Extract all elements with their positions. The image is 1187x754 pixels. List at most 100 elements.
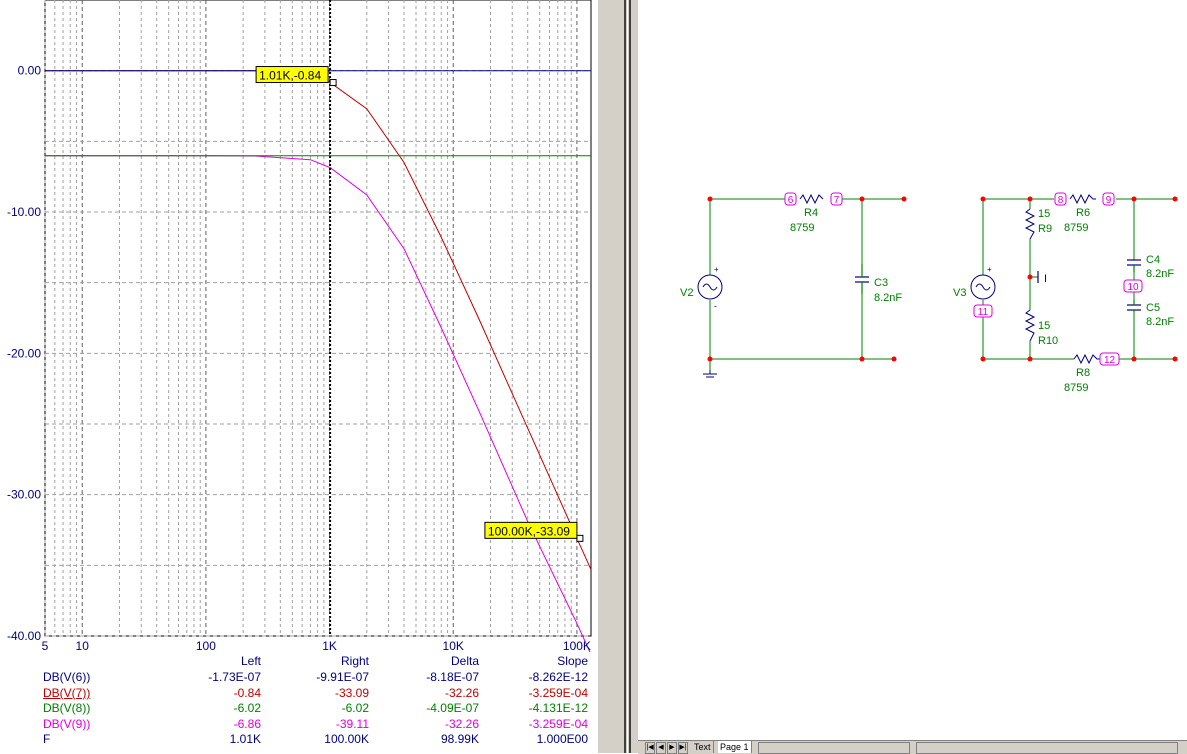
readout-header-slope: Slope	[557, 654, 588, 668]
x-tick-label: 10K	[443, 639, 464, 652]
readout-right-value: -39.11	[335, 716, 369, 731]
r8-name: R8	[1076, 367, 1090, 379]
node-10: 10	[1123, 279, 1143, 293]
right-cursor-handle	[576, 534, 584, 542]
next-page-button[interactable]: ▶	[667, 742, 677, 754]
v2-name: V2	[680, 287, 693, 299]
readout-slope-value: -3.259E-04	[528, 685, 588, 700]
node-9: 9	[1102, 192, 1115, 206]
part-labels: R4 8759 C3 8.2nF V2 V3 R6 8759 15 R9 15 …	[680, 207, 1174, 394]
svg-text:12: 12	[1104, 355, 1116, 366]
y-tick-label: -20.00	[7, 346, 41, 360]
r8-symbol	[1073, 353, 1100, 365]
v3-symbol: +	[970, 265, 996, 300]
x-tick-label: 5	[42, 639, 49, 652]
r10-symbol	[1024, 309, 1036, 342]
right-cursor-label-box	[484, 521, 578, 539]
readout-row: DB(V(6))-1.73E-07-9.91E-07-8.18E-07-8.26…	[0, 670, 598, 685]
horizontal-scrollbar[interactable]	[916, 742, 1178, 754]
r9-symbol	[1024, 208, 1036, 240]
readout-header-left: Left	[240, 654, 261, 668]
y-tick-label: -30.00	[7, 488, 41, 502]
c3-symbol	[855, 264, 869, 294]
readout-slope-value: -8.262E-12	[528, 670, 588, 684]
readout-trace-name[interactable]: F	[43, 732, 51, 746]
svg-text:+: +	[714, 265, 719, 274]
readout-delta-value: -4.09E-07	[426, 701, 479, 715]
svg-text:-: -	[714, 301, 717, 311]
svg-text:+: +	[987, 265, 992, 274]
horizontal-scrollbar-left[interactable]	[758, 742, 910, 754]
c4-symbol	[1127, 259, 1141, 272]
tab-page-1[interactable]: Page 1	[718, 741, 752, 753]
right-cursor-label: 100.00K,-33.09	[488, 524, 570, 538]
r9-name: R9	[1038, 223, 1052, 235]
prev-page-button[interactable]: ◀	[656, 742, 666, 754]
readout-right-value: 100.00K	[324, 732, 369, 746]
readout-right-value: -6.02	[341, 701, 369, 715]
left-cursor-label: 1.01K,-0.84	[259, 69, 321, 83]
schematic-pane[interactable]: + - + 6 7 8 9 10 11 12 R4 8	[638, 0, 1187, 740]
r8-value: 8759	[1064, 382, 1088, 394]
readout-trace-name[interactable]: DB(V(9))	[43, 716, 91, 731]
readout-left-value: 1.01K	[229, 732, 261, 746]
first-page-button[interactable]: |◀	[645, 742, 655, 754]
r4-symbol	[799, 193, 824, 205]
r4-name: R4	[804, 207, 818, 219]
ground-symbol	[703, 370, 717, 378]
readout-row: DB(V(9)) -6.86 -39.11 -32.26 -3.259E-04	[0, 717, 598, 732]
plot-cursors: 1.01K,-0.84 100.00K,-33.09	[255, 0, 584, 636]
r9-value: 15	[1038, 208, 1050, 220]
x-tick-label: 10	[76, 639, 90, 652]
cursor-readout-table: Left Right Delta Slope DB(V(6)) -1.73E-07…	[0, 652, 598, 753]
readout-row: DB(V(7)) -0.84 -33.09 -32.26 -3.259E-04	[0, 686, 598, 701]
readout-left-value: -1.73E-07	[208, 670, 261, 684]
c5-symbol	[1127, 300, 1141, 312]
readout-left-value: -0.84	[233, 685, 261, 700]
junction-dots	[707, 196, 1178, 362]
readout-header-delta: Delta	[450, 654, 479, 668]
node-labels: 6 7 8 9 10 11 12	[784, 192, 1143, 366]
c3-name: C3	[874, 277, 888, 289]
readout-trace-name[interactable]: DB(V(8))	[43, 701, 91, 715]
left-cursor-handle	[329, 79, 337, 87]
readout-trace-name[interactable]: DB(V(6))	[43, 670, 91, 684]
tab-text[interactable]: Text	[692, 741, 714, 753]
c5-value: 8.2nF	[1146, 316, 1174, 328]
node-12: 12	[1099, 352, 1120, 366]
readout-left-value: -6.86	[233, 716, 261, 731]
resistor-symbols	[799, 193, 1100, 365]
readout-row: DB(V(8))-6.02-6.02-4.09E-07-4.131E-12	[0, 701, 598, 716]
last-page-button[interactable]: ▶|	[678, 742, 688, 754]
r6-value: 8759	[1064, 222, 1088, 234]
c4-value: 8.2nF	[1146, 268, 1174, 280]
pane-splitter[interactable]	[598, 0, 638, 753]
r4-value: 8759	[790, 222, 814, 234]
svg-text:10: 10	[1127, 282, 1139, 293]
svg-text:11: 11	[978, 307, 989, 318]
readout-slope-value: -4.131E-12	[528, 701, 588, 715]
c4-name: C4	[1146, 254, 1160, 266]
probe-label: I	[1044, 273, 1047, 285]
node-6: 6	[784, 192, 797, 206]
readout-trace-name[interactable]: DB(V(7))	[43, 685, 91, 700]
v2-symbol: + -	[697, 265, 723, 311]
readout-delta-value: -32.26	[444, 685, 479, 700]
readout-slope-value: -3.259E-04	[528, 716, 588, 731]
readout-right-value: -33.09	[334, 685, 369, 700]
svg-text:8: 8	[1058, 195, 1064, 206]
r10-name: R10	[1038, 335, 1058, 347]
x-tick-label: 100	[196, 639, 216, 652]
x-tick-label: 1K	[322, 639, 337, 652]
readout-delta-value: -32.26	[444, 716, 479, 731]
schematic-canvas[interactable]: + - + 6 7 8 9 10 11 12 R4 8	[638, 0, 1187, 740]
readout-delta-value: -8.18E-07	[426, 670, 479, 684]
readout-header-right: Right	[340, 654, 369, 668]
node-7: 7	[830, 192, 843, 206]
svg-text:6: 6	[788, 195, 794, 206]
r6-symbol	[1069, 193, 1096, 205]
